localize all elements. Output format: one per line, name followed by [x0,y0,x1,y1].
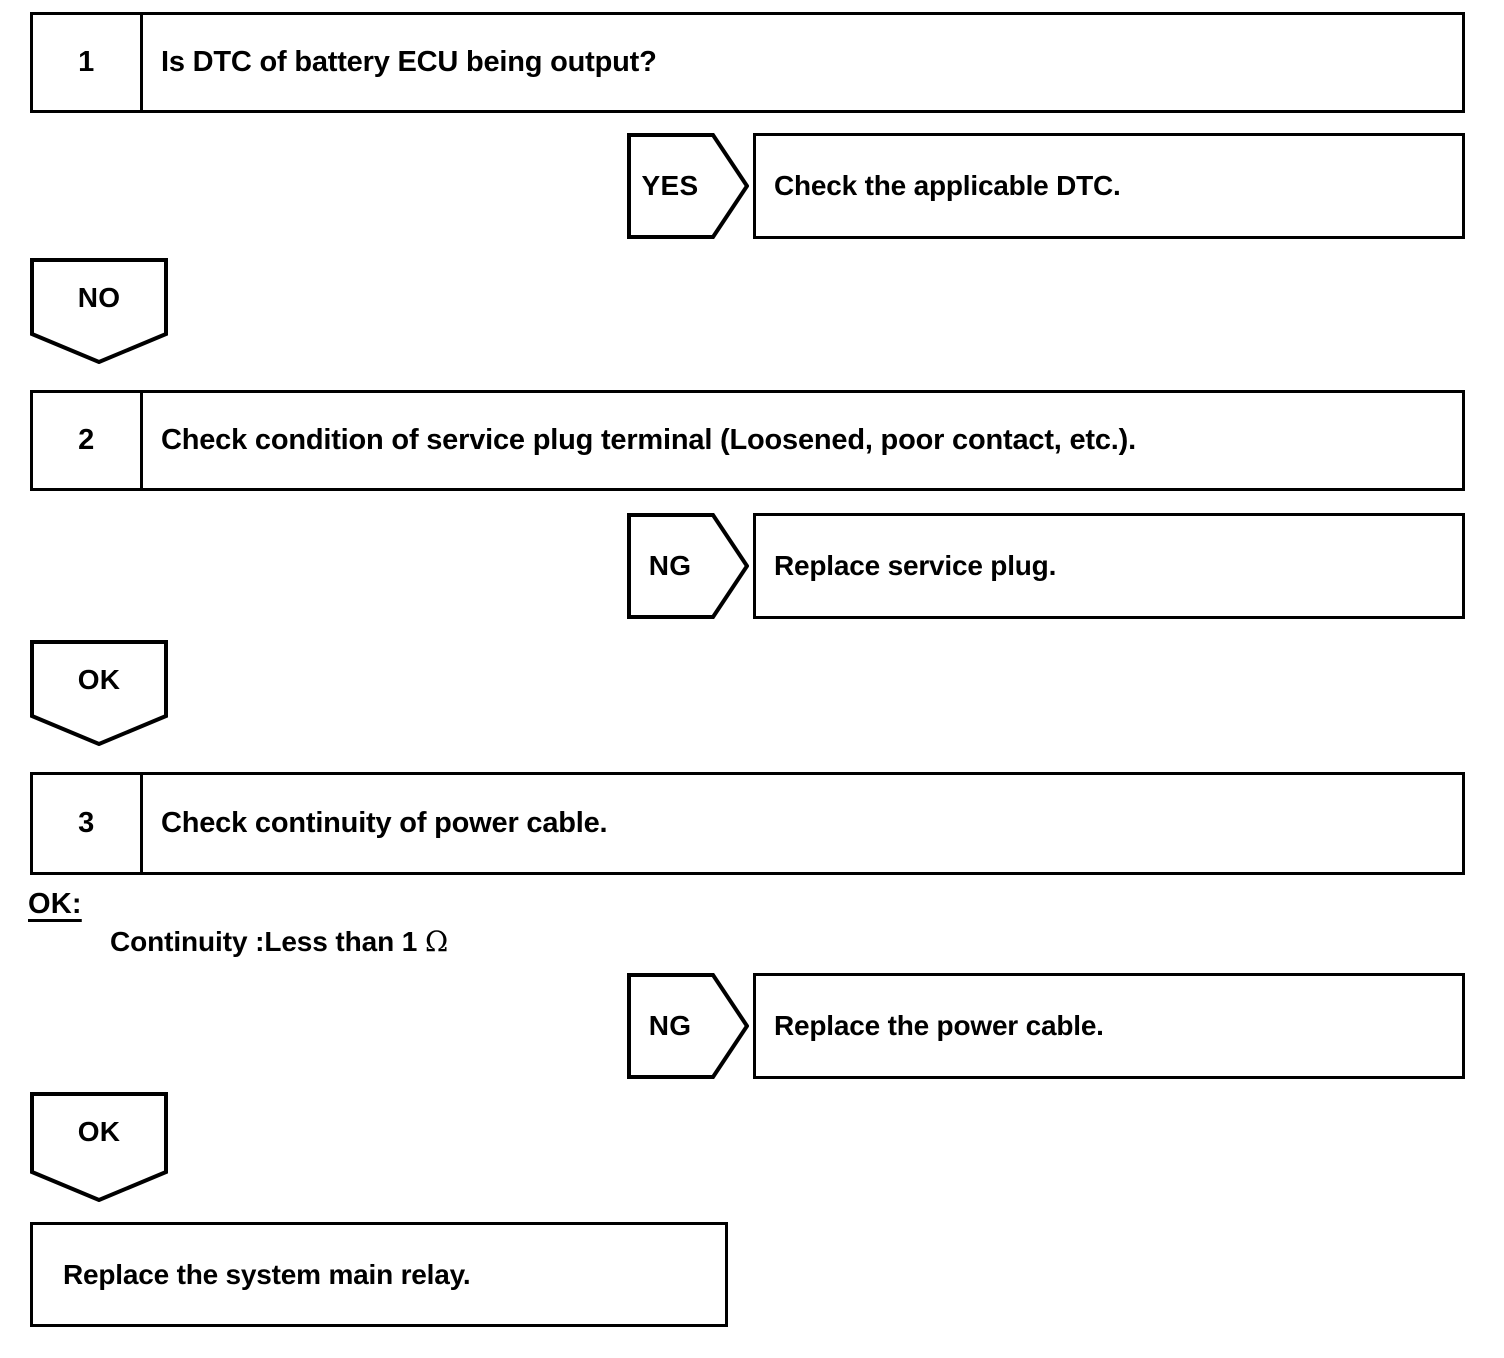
step-number-3: 3 [33,775,143,872]
spec-note-title: OK: [28,888,82,920]
arrow-down-icon [30,1092,168,1202]
conclusion-box-replace-system-main-relay: Replace the system main relay. [30,1222,728,1327]
arrow-down-icon [30,258,168,364]
spec-note-text: Continuity :Less than 1 [110,926,425,957]
step-number-2: 2 [33,393,143,488]
branch-label-ok-2: OK [77,664,121,695]
branch-chevron-yes-1: YES [627,133,749,239]
result-box-replace-power-cable: Replace the power cable. [753,973,1465,1079]
step-text-1: Is DTC of battery ECU being output? [161,46,657,78]
branch-label-ok-3: OK [77,1116,121,1147]
spec-note-line: Continuity :Less than 1 Ω [110,925,448,958]
step-text-2: Check condition of service plug terminal… [161,424,1136,456]
step-text-3: Check continuity of power cable. [161,807,608,839]
step-number-1: 1 [33,15,143,110]
ohm-symbol: Ω [424,925,449,958]
branch-chevron-ng-3: NG [627,973,749,1079]
branch-label-yes-1: YES [641,170,699,201]
arrow-down-icon [30,640,168,746]
step-box-1: 1 Is DTC of battery ECU being output? [30,12,1465,113]
chevron-right-icon [627,133,749,239]
branch-chevron-ng-2: NG [627,513,749,619]
branch-downarrow-no-1: NO [30,258,168,364]
branch-label-no-1: NO [77,282,121,313]
chevron-right-icon [627,973,749,1079]
branch-label-ng-2: NG [648,550,692,581]
branch-downarrow-ok-3: OK [30,1092,168,1202]
branch-downarrow-ok-2: OK [30,640,168,746]
branch-label-ng-3: NG [648,1010,692,1041]
chevron-right-icon [627,513,749,619]
result-box-replace-service-plug: Replace service plug. [753,513,1465,619]
step-box-2: 2 Check condition of service plug termin… [30,390,1465,491]
step-box-3: 3 Check continuity of power cable. [30,772,1465,875]
result-box-check-applicable-dtc: Check the applicable DTC. [753,133,1465,239]
